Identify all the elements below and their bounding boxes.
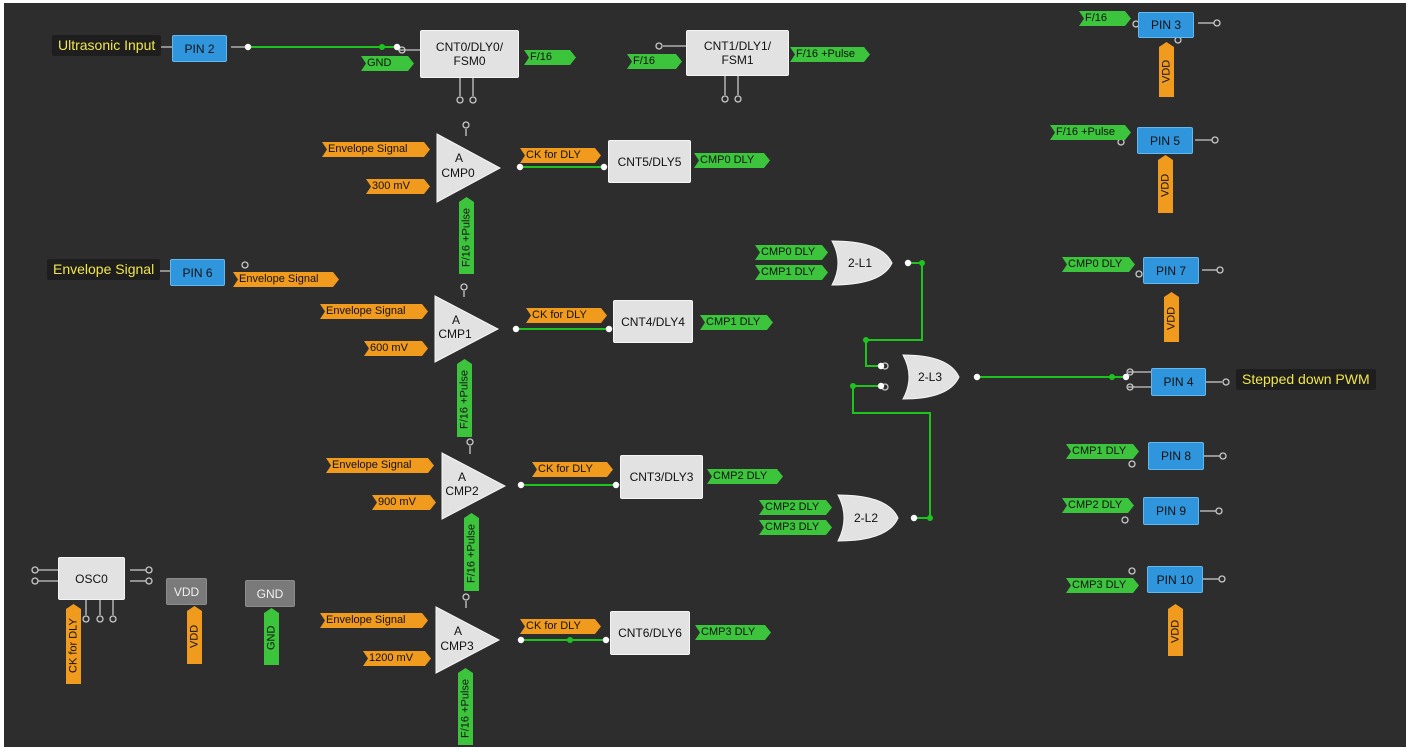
net-envelope-signal-tag[interactable]: Envelope Signal	[320, 613, 428, 628]
net-cmp0-dly-tag[interactable]: CMP0 DLY	[694, 153, 770, 168]
cnt1-block[interactable]: CNT1/DLY1/ FSM1	[686, 30, 789, 76]
cmp1-a-label: A	[451, 313, 460, 327]
gnd-block[interactable]: GND	[245, 580, 295, 607]
net-f16-tag[interactable]: F/16	[524, 50, 576, 65]
pin7-block[interactable]: PIN 7	[1143, 257, 1199, 284]
net-cmp2-dly-tag[interactable]: CMP2 DLY	[759, 500, 832, 515]
cmp0-ref-tag[interactable]: 300 mV	[366, 179, 430, 194]
net-f16-pulse-tag[interactable]: F/16 +Pulse	[457, 359, 472, 437]
cnt0-block[interactable]: CNT0/DLY0/ FSM0	[420, 30, 519, 78]
net-vdd-tag[interactable]: VDD	[1158, 155, 1173, 213]
cmp1-comparator[interactable]	[434, 295, 500, 363]
net-vdd-tag[interactable]: VDD	[187, 606, 202, 664]
gate-2l3[interactable]	[901, 353, 961, 401]
net-cmp2-dly-tag[interactable]: CMP2 DLY	[707, 469, 783, 484]
net-envelope-signal-tag[interactable]: Envelope Signal	[322, 142, 430, 157]
gate-2l3-label: 2-L3	[917, 370, 943, 384]
net-f16-pulse-tag[interactable]: F/16 +Pulse	[1050, 125, 1131, 140]
net-cmp3-dly-tag[interactable]: CMP3 DLY	[759, 520, 832, 535]
net-cmp0-dly-tag[interactable]: CMP0 DLY	[1062, 257, 1135, 272]
pin3-block[interactable]: PIN 3	[1138, 12, 1194, 38]
pin9-block[interactable]: PIN 9	[1143, 497, 1199, 525]
gate-2l1-label: 2-L1	[847, 256, 873, 270]
cmp2-comparator[interactable]	[441, 452, 507, 520]
pin4-block[interactable]: PIN 4	[1151, 368, 1206, 396]
schematic-canvas[interactable]: Ultrasonic Input Envelope Signal Stepped…	[4, 3, 1406, 747]
cmp2-name: CMP2	[445, 484, 479, 498]
net-ck-for-dly-tag[interactable]: CK for DLY	[532, 462, 613, 477]
net-cmp3-dly-tag[interactable]: CMP3 DLY	[695, 625, 771, 640]
cmp3-name: CMP3	[440, 639, 474, 653]
net-gnd-tag[interactable]: GND	[361, 56, 414, 71]
net-vdd-tag[interactable]: VDD	[1164, 292, 1179, 342]
pin10-block[interactable]: PIN 10	[1147, 566, 1203, 593]
cmp0-comparator[interactable]	[436, 133, 502, 203]
cmp3-comparator[interactable]	[435, 606, 501, 674]
osc0-block[interactable]: OSC0	[58, 557, 125, 600]
cmp2-ref-tag[interactable]: 900 mV	[372, 495, 436, 510]
net-envelope-signal-tag[interactable]: Envelope Signal	[326, 458, 434, 473]
envelope-signal-label: Envelope Signal	[47, 259, 161, 280]
pin8-block[interactable]: PIN 8	[1148, 442, 1204, 470]
net-vdd-tag[interactable]: VDD	[1159, 42, 1174, 97]
cmp0-name: CMP0	[441, 166, 475, 180]
pin2-block[interactable]: PIN 2	[172, 35, 227, 62]
cmp0-a-label: A	[454, 151, 463, 165]
gate-2l2-label: 2-L2	[853, 511, 879, 525]
cmp1-name: CMP1	[438, 327, 472, 341]
cnt3-block[interactable]: CNT3/DLY3	[620, 455, 703, 499]
pin6-block[interactable]: PIN 6	[170, 259, 225, 286]
net-f16-pulse-tag[interactable]: F/16 +Pulse	[458, 668, 473, 745]
net-cmp1-dly-tag[interactable]: CMP1 DLY	[1066, 444, 1139, 459]
net-f16-tag[interactable]: F/16	[627, 54, 682, 69]
net-ck-for-dly-tag[interactable]: CK for DLY	[66, 604, 81, 684]
net-f16-tag[interactable]: F/16	[1079, 11, 1131, 26]
net-cmp1-dly-tag[interactable]: CMP1 DLY	[755, 265, 828, 280]
net-cmp2-dly-tag[interactable]: CMP2 DLY	[1062, 498, 1134, 513]
cmp2-a-label: A	[457, 470, 466, 484]
net-cmp1-dly-tag[interactable]: CMP1 DLY	[700, 315, 773, 330]
net-cmp0-dly-tag[interactable]: CMP0 DLY	[755, 245, 828, 260]
pin5-block[interactable]: PIN 5	[1137, 127, 1193, 154]
net-vdd-tag[interactable]: VDD	[1168, 604, 1183, 656]
gate-2l1[interactable]	[830, 239, 894, 287]
cmp3-ref-tag[interactable]: 1200 mV	[363, 651, 431, 666]
gate-2l2[interactable]	[836, 493, 900, 543]
net-f16-pulse-tag[interactable]: F/16 +Pulse	[459, 197, 474, 274]
net-f16-pulse-tag[interactable]: F/16 +Pulse	[790, 47, 870, 62]
net-ck-for-dly-tag[interactable]: CK for DLY	[520, 619, 601, 634]
cnt5-block[interactable]: CNT5/DLY5	[608, 140, 691, 183]
cnt4-block[interactable]: CNT4/DLY4	[613, 300, 693, 343]
cnt6-block[interactable]: CNT6/DLY6	[610, 611, 690, 655]
net-ck-for-dly-tag[interactable]: CK for DLY	[520, 148, 601, 163]
cmp1-ref-tag[interactable]: 600 mV	[364, 341, 428, 356]
wires-layer	[31, 19, 1230, 644]
net-envelope-signal-tag[interactable]: Envelope Signal	[320, 304, 428, 319]
net-gnd-tag[interactable]: GND	[264, 608, 279, 665]
net-envelope-signal-tag[interactable]: Envelope Signal	[233, 272, 339, 287]
net-ck-for-dly-tag[interactable]: CK for DLY	[526, 308, 607, 323]
cmp3-a-label: A	[453, 624, 462, 638]
net-f16-pulse-tag[interactable]: F/16 +Pulse	[464, 513, 479, 591]
vdd-block[interactable]: VDD	[166, 578, 207, 605]
stepped-down-pwm-label: Stepped down PWM	[1236, 369, 1376, 390]
net-cmp3-dly-tag[interactable]: CMP3 DLY	[1066, 578, 1139, 593]
ultrasonic-input-label: Ultrasonic Input	[52, 35, 162, 56]
